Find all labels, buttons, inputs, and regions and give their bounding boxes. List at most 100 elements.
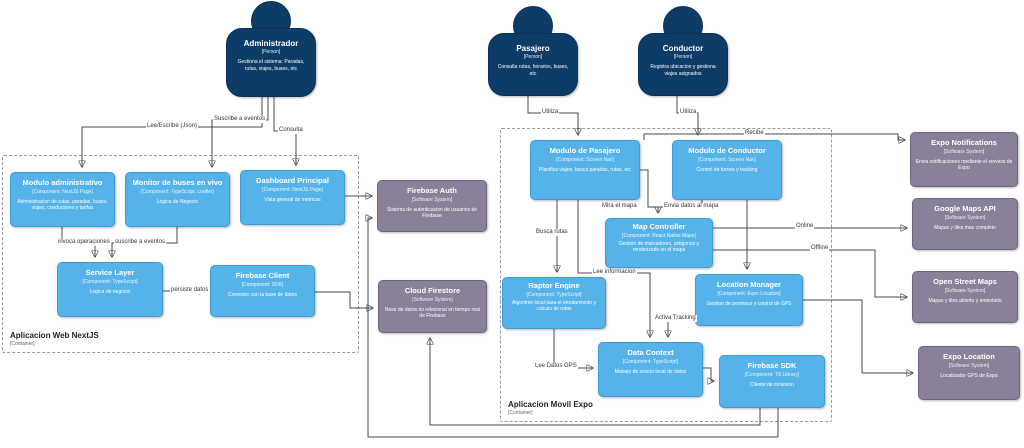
container-label: Aplicacion Movil Expo [Container] [508, 400, 593, 416]
edge-label-offline: Offline [810, 245, 830, 252]
component-title: Firebase SDK [747, 361, 797, 370]
system-firebase-auth[interactable]: Firebase Auth [Software System] Sistema … [377, 180, 487, 232]
edge-mira-el-mapa [640, 169, 658, 213]
container-aplicacion-web-nextjs[interactable]: Aplicacion Web NextJS [Container] [2, 155, 359, 353]
component-title: Data Context [627, 348, 674, 357]
component-desc: Control de turnos y tracking [696, 166, 758, 173]
component-modulo-pasajero[interactable]: Modulo de Pasajero [Component: Screen Na… [530, 140, 640, 200]
system-subtitle: [Software System] [944, 287, 986, 294]
system-subtitle: [Software System] [412, 296, 453, 303]
component-data-context[interactable]: Data Context [Component: TypeScript] Man… [598, 342, 703, 397]
component-title: Modulo de Pasajero [549, 146, 621, 155]
component-subtitle: [Component: TS Library] [744, 371, 800, 378]
system-title: Cloud Firestore [404, 286, 461, 295]
container-type: [Container] [10, 341, 35, 347]
person-desc: Registra ubicacion y gestiona viajes asi… [650, 64, 716, 77]
system-title: Google Maps API [934, 204, 996, 213]
component-subtitle: [Component: Expo Location] [717, 290, 781, 297]
person-subtitle: [Person] [673, 54, 693, 61]
edge-label-invoca-operaciones: invoca operaciones [57, 239, 111, 246]
system-desc: Envia notificaciones mediante el servici… [915, 158, 1013, 172]
component-firebase-client[interactable]: Firebase Client [Component: SDK] Conexio… [210, 265, 315, 317]
person-desc: Gestiona el sistema: Paradas, rutas, via… [237, 59, 305, 72]
person-administrador[interactable]: Administrador [Person] Gestiona el siste… [226, 1, 316, 97]
person-subtitle: [Person] [523, 54, 543, 61]
component-location-manager[interactable]: Location Manager [Component: Expo Locati… [695, 274, 803, 326]
component-map-controller[interactable]: Map Controller [Component: React Native … [605, 218, 713, 268]
component-subtitle: [Component: React Native Maps] [622, 232, 696, 239]
component-service-layer[interactable]: Service Layer [Component: TypeScript] Lo… [57, 262, 163, 317]
edge-admin-suscribe-eventos [212, 97, 269, 167]
edge-location-manager-expo-location [803, 299, 913, 373]
component-subtitle: [Component: TypeScript] [82, 278, 138, 285]
container-title: Aplicacion Movil Expo [508, 400, 593, 410]
container-title: Aplicacion Web NextJS [10, 331, 99, 341]
component-desc: Vista general de metricas [264, 196, 321, 203]
person-body: Conductor [Person] Registra ubicacion y … [638, 33, 728, 96]
component-subtitle: [Component: NextJS Page] [32, 188, 93, 195]
container-aplicacion-movil-expo[interactable]: Aplicacion Movil Expo [Container] [500, 128, 832, 422]
person-title: Administrador [243, 39, 299, 48]
edge-label-suscribe-eventos-bottom: suscribe a eventos [114, 239, 167, 246]
edge-data-context-firebase-sdk [703, 367, 714, 381]
component-desc: Gestion de permisos y control de GPS [706, 300, 792, 307]
container-type: [Container] [508, 410, 533, 416]
edge-label-utiliza-conductor: Utiliza [679, 109, 698, 116]
edge-label-utiliza-pasajero: Utiliza [541, 109, 560, 116]
system-expo-notifications[interactable]: Expo Notifications [Software System] Env… [910, 132, 1018, 187]
component-subtitle: [Component: TypeScript] [623, 358, 678, 365]
component-subtitle: [Component: TypeScript, Leaflet] [141, 188, 214, 195]
component-monitor-buses-vivo[interactable]: Monitor de buses en vivo [Component: Typ… [125, 172, 230, 227]
edge-label-activa-tracking: Activa Tracking [654, 315, 697, 322]
component-subtitle: [Component: SDK] [241, 281, 284, 288]
edge-label-lee-escribe: Lee/Escribe (Json) [146, 123, 199, 130]
edge-firebase-client-firestore [315, 291, 373, 308]
component-modulo-conductor[interactable]: Modulo de Conductor [Component: Screen N… [672, 140, 782, 200]
edge-label-mira-el-mapa: Mira el mapa [601, 203, 638, 210]
system-open-street-maps[interactable]: Open Street Maps [Software System] Mapas… [912, 271, 1018, 323]
system-expo-location[interactable]: Expo Location [Software System] Localiza… [918, 346, 1020, 400]
component-subtitle: [Component: Screen Nav] [556, 156, 614, 163]
component-title: Modulo de Conductor [688, 146, 766, 155]
person-pasajero[interactable]: Pasajero [Person] Consulta rutas, horari… [488, 6, 578, 96]
edge-label-consulta: Consulta [278, 127, 304, 134]
system-desc: Base de datos no relacional en tiempo re… [385, 306, 480, 320]
edge-label-lee-datos-gps: Lee Datos GPS [534, 363, 578, 370]
component-firebase-sdk[interactable]: Firebase SDK [Component: TS Library] Cli… [719, 355, 825, 408]
person-body: Pasajero [Person] Consulta rutas, horari… [488, 33, 578, 96]
edge-label-suscribe-eventos-top: Suscribe a eventos [213, 116, 267, 123]
component-subtitle: [Component: NextJS Page] [262, 186, 323, 193]
person-conductor[interactable]: Conductor [Person] Registra ubicacion y … [638, 6, 728, 96]
component-title: Firebase Client [235, 271, 290, 280]
component-title: Map Controller [632, 222, 686, 231]
component-title: Location Manager [716, 280, 782, 289]
person-title: Pasajero [516, 44, 550, 53]
edge-label-lee-informacion: Lee informacion [592, 269, 637, 276]
component-desc: Administracion de rutas, paradas, buses,… [17, 198, 108, 212]
system-cloud-firestore[interactable]: Cloud Firestore [Software System] Base d… [378, 280, 487, 333]
system-title: Expo Notifications [931, 138, 997, 147]
edge-admin-lee-escribe [82, 97, 263, 167]
edge-label-busca-rutas: Busca rutas [535, 229, 569, 236]
component-desc: Manejo de sesion local de datos [614, 368, 687, 375]
component-desc: Logica de negocio [89, 288, 131, 295]
component-title: Modulo administrativo [22, 178, 103, 187]
person-subtitle: [Person] [261, 49, 281, 56]
component-modulo-administrativo[interactable]: Modulo administrativo [Component: NextJS… [10, 172, 115, 227]
component-desc: Cliente de conexion [750, 381, 794, 388]
component-raptor-engine[interactable]: Raptor Engine [Component: TypeScript] Al… [502, 277, 606, 329]
person-desc: Consulta rutas, horarios, buses, etc [497, 64, 569, 77]
edge-label-envia-datos: Envia datos al mapa [663, 203, 720, 210]
edge-label-online: Online [795, 223, 815, 230]
edge-label-persiste-datos: persiste datos [170, 287, 210, 294]
component-title: Raptor Engine [528, 281, 580, 290]
person-body: Administrador [Person] Gestiona el siste… [226, 28, 316, 97]
edge-offline-osm [713, 249, 907, 297]
edge-label-recibe: Recibe [744, 130, 765, 137]
component-subtitle: [Component: Screen Nav] [698, 156, 756, 163]
system-title: Open Street Maps [933, 277, 997, 286]
component-desc: Algoritmo local para el enrutamiento y c… [512, 299, 596, 313]
component-desc: Logica de Negocio [156, 198, 199, 205]
component-dashboard-principal[interactable]: Dashboard Principal [Component: NextJS P… [240, 170, 345, 225]
system-google-maps-api[interactable]: Google Maps API [Software System] Mapas … [912, 198, 1018, 250]
